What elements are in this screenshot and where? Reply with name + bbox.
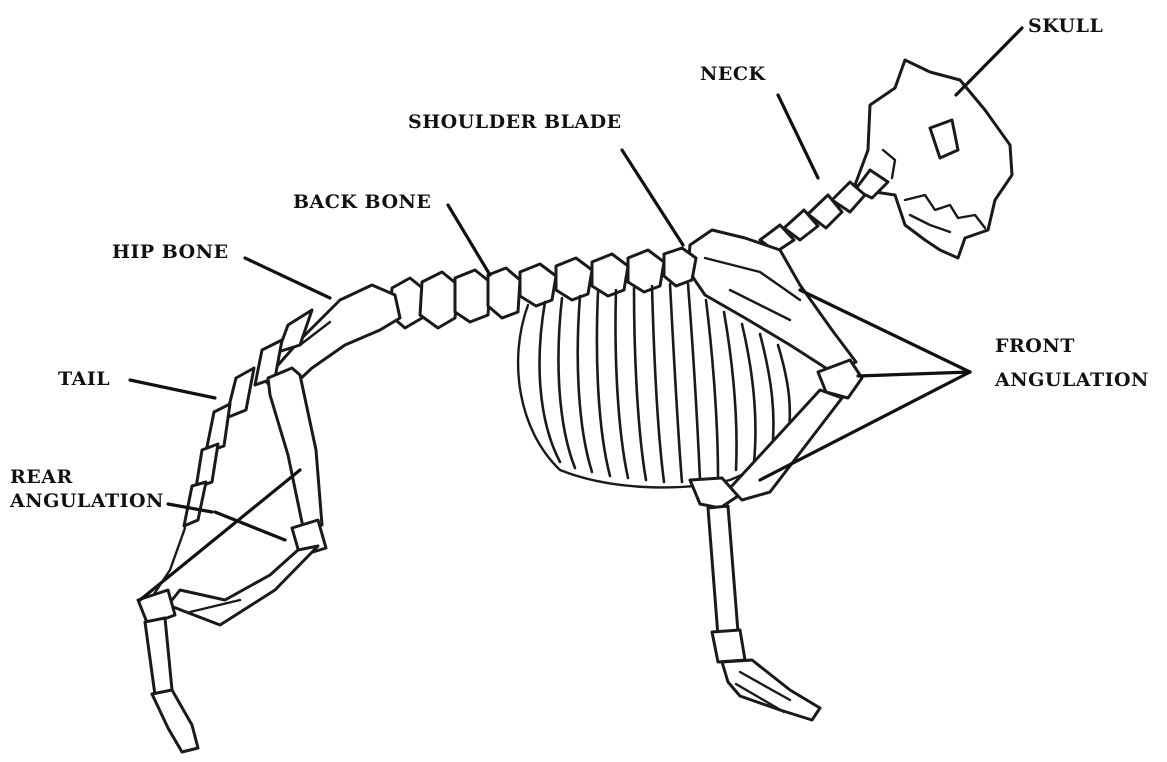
label-neck: NECK (700, 63, 766, 85)
label-tail: TAIL (58, 368, 110, 390)
skull-annotation: SKULL (956, 15, 1103, 95)
hip-bone-annotation: HIP BONE (112, 241, 330, 298)
label-front-angulation-line1: FRONT (995, 335, 1075, 357)
neck-annotation: NECK (700, 63, 818, 178)
label-hip-bone: HIP BONE (112, 241, 229, 263)
shoulder-blade-bone (688, 230, 856, 372)
label-shoulder-blade: SHOULDER BLADE (408, 111, 622, 133)
back-bone-annotation: BACK BONE (293, 191, 490, 275)
angulation-guide-lines (140, 290, 970, 600)
tail-annotation: TAIL (58, 368, 215, 398)
rear-leg-bones (138, 368, 326, 752)
label-rear-angulation-line1: REAR (10, 466, 73, 488)
rear-angulation-annotation: REAR ANGULATION (9, 466, 212, 512)
shoulder-blade-annotation: SHOULDER BLADE (408, 111, 683, 245)
dog-skeleton-drawing (138, 60, 1012, 752)
label-back-bone: BACK BONE (293, 191, 431, 213)
label-front-angulation-line2: ANGULATION (994, 369, 1149, 391)
neck-vertebrae (760, 170, 888, 252)
label-rear-angulation-line2: ANGULATION (9, 490, 164, 512)
front-angulation-annotation: FRONT ANGULATION (994, 335, 1149, 391)
skull-bone (855, 60, 1012, 258)
label-skull: SKULL (1028, 15, 1103, 37)
